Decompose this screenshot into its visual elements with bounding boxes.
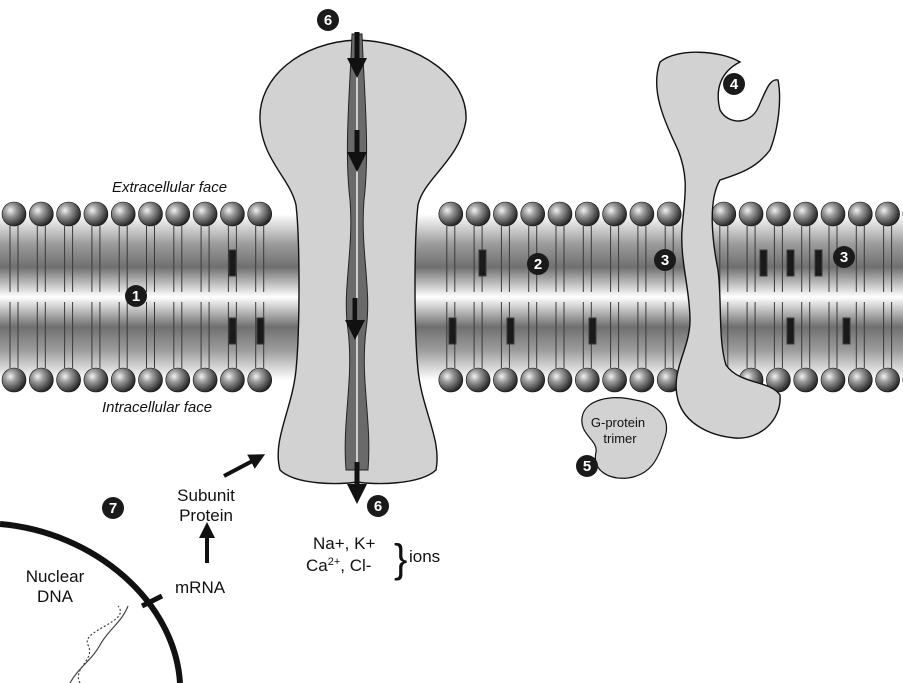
ions-ca: Ca: [306, 556, 328, 575]
cholesterol-bar: [589, 318, 596, 344]
phospholipid-head: [439, 368, 463, 392]
phospholipid-head: [630, 202, 654, 226]
cholesterol-bar: [760, 250, 767, 276]
phospholipid-head: [521, 202, 545, 226]
phospholipid-head: [876, 368, 900, 392]
marker-2-text: 2: [534, 256, 542, 273]
phospholipid-head: [57, 368, 81, 392]
phospholipid-head: [548, 368, 572, 392]
phospholipid-head: [220, 202, 244, 226]
marker-6-bottom-text: 6: [374, 498, 382, 515]
phospholipid-head: [493, 202, 517, 226]
phospholipid-head: [739, 202, 763, 226]
phospholipid-head: [29, 368, 53, 392]
phospholipid-head: [657, 202, 681, 226]
cholesterol-bar: [815, 250, 822, 276]
phospholipid-head: [821, 368, 845, 392]
cholesterol-bar: [229, 250, 236, 276]
marker-4: 4: [723, 73, 745, 95]
phospholipid-head: [248, 202, 272, 226]
phospholipid-head: [848, 202, 872, 226]
phospholipid-head: [548, 202, 572, 226]
phospholipid-head: [166, 368, 190, 392]
marker-6-bottom: 6: [367, 495, 389, 517]
ions-brace: }: [394, 537, 407, 581]
cholesterol-bar: [449, 318, 456, 344]
phospholipid-head: [193, 368, 217, 392]
nuclear-dna-label-line2: DNA: [37, 587, 74, 606]
phospholipid-head: [2, 202, 26, 226]
phospholipid-head: [712, 202, 736, 226]
marker-5-text: 5: [583, 458, 591, 475]
phospholipid-head: [466, 202, 490, 226]
marker-2: 2: [527, 253, 549, 275]
subunit-label-line1: Subunit: [177, 486, 235, 505]
cholesterol-bar: [507, 318, 514, 344]
phospholipid-head: [521, 368, 545, 392]
arrow-to-channel: [224, 458, 258, 476]
cholesterol-bar: [229, 318, 236, 344]
phospholipid-head: [821, 202, 845, 226]
marker-4-text: 4: [730, 76, 739, 93]
phospholipid-head: [439, 202, 463, 226]
cholesterol-bar: [787, 250, 794, 276]
cholesterol-bar: [479, 250, 486, 276]
dna-helix-strand-b: [78, 606, 120, 683]
phospholipid-head: [193, 202, 217, 226]
phospholipid-head: [111, 368, 135, 392]
phospholipid-head: [603, 368, 627, 392]
extracellular-face-label: Extracellular face: [112, 179, 227, 196]
phospholipid-head: [139, 202, 163, 226]
dna-helix-strand-a: [70, 606, 128, 683]
marker-5: 5: [576, 455, 598, 477]
intracellular-face-label: Intracellular face: [102, 399, 212, 416]
phospholipid-head: [220, 368, 244, 392]
cholesterol-bar: [787, 318, 794, 344]
marker-1: 1: [125, 285, 147, 307]
phospholipid-head: [794, 368, 818, 392]
nuclear-dna-label-line1: Nuclear: [26, 567, 85, 586]
g-protein-label-line1: G-protein: [591, 415, 645, 430]
marker-6-top-text: 6: [324, 12, 332, 29]
phospholipid-head: [2, 368, 26, 392]
cholesterol-bar: [257, 318, 264, 344]
phospholipid-head: [575, 202, 599, 226]
phospholipid-head: [794, 202, 818, 226]
ions-label-line2: Ca2+, Cl-: [306, 556, 371, 575]
mrna-label: mRNA: [175, 578, 226, 597]
phospholipid-head: [876, 202, 900, 226]
phospholipid-head: [248, 368, 272, 392]
ions-ca-charge: 2+: [328, 556, 341, 568]
phospholipid-head: [84, 202, 108, 226]
marker-6-top: 6: [317, 9, 339, 31]
cholesterol-bar: [843, 318, 850, 344]
phospholipid-head: [84, 368, 108, 392]
phospholipid-head: [603, 202, 627, 226]
ions-label-line1: Na+, K+: [313, 534, 375, 553]
phospholipid-head: [630, 368, 654, 392]
subunit-label-line2: Protein: [179, 506, 233, 525]
phospholipid-head: [111, 202, 135, 226]
phospholipid-head: [57, 202, 81, 226]
marker-3-lipid: 3: [833, 246, 855, 268]
marker-3-lipid-text: 3: [840, 249, 848, 266]
phospholipid-head: [493, 368, 517, 392]
ions-word-label: ions: [409, 547, 440, 566]
phospholipid-head: [166, 202, 190, 226]
phospholipid-head: [29, 202, 53, 226]
marker-7-text: 7: [109, 500, 117, 517]
marker-3-receptor-text: 3: [661, 252, 669, 269]
g-protein-label-line2: trimer: [603, 431, 637, 446]
marker-7: 7: [102, 497, 124, 519]
marker-1-text: 1: [132, 288, 140, 305]
phospholipid-head: [575, 368, 599, 392]
ions-cl: , Cl-: [340, 556, 371, 575]
phospholipid-head: [766, 202, 790, 226]
phospholipid-head: [139, 368, 163, 392]
phospholipid-head: [848, 368, 872, 392]
marker-3-receptor: 3: [654, 249, 676, 271]
phospholipid-head: [466, 368, 490, 392]
